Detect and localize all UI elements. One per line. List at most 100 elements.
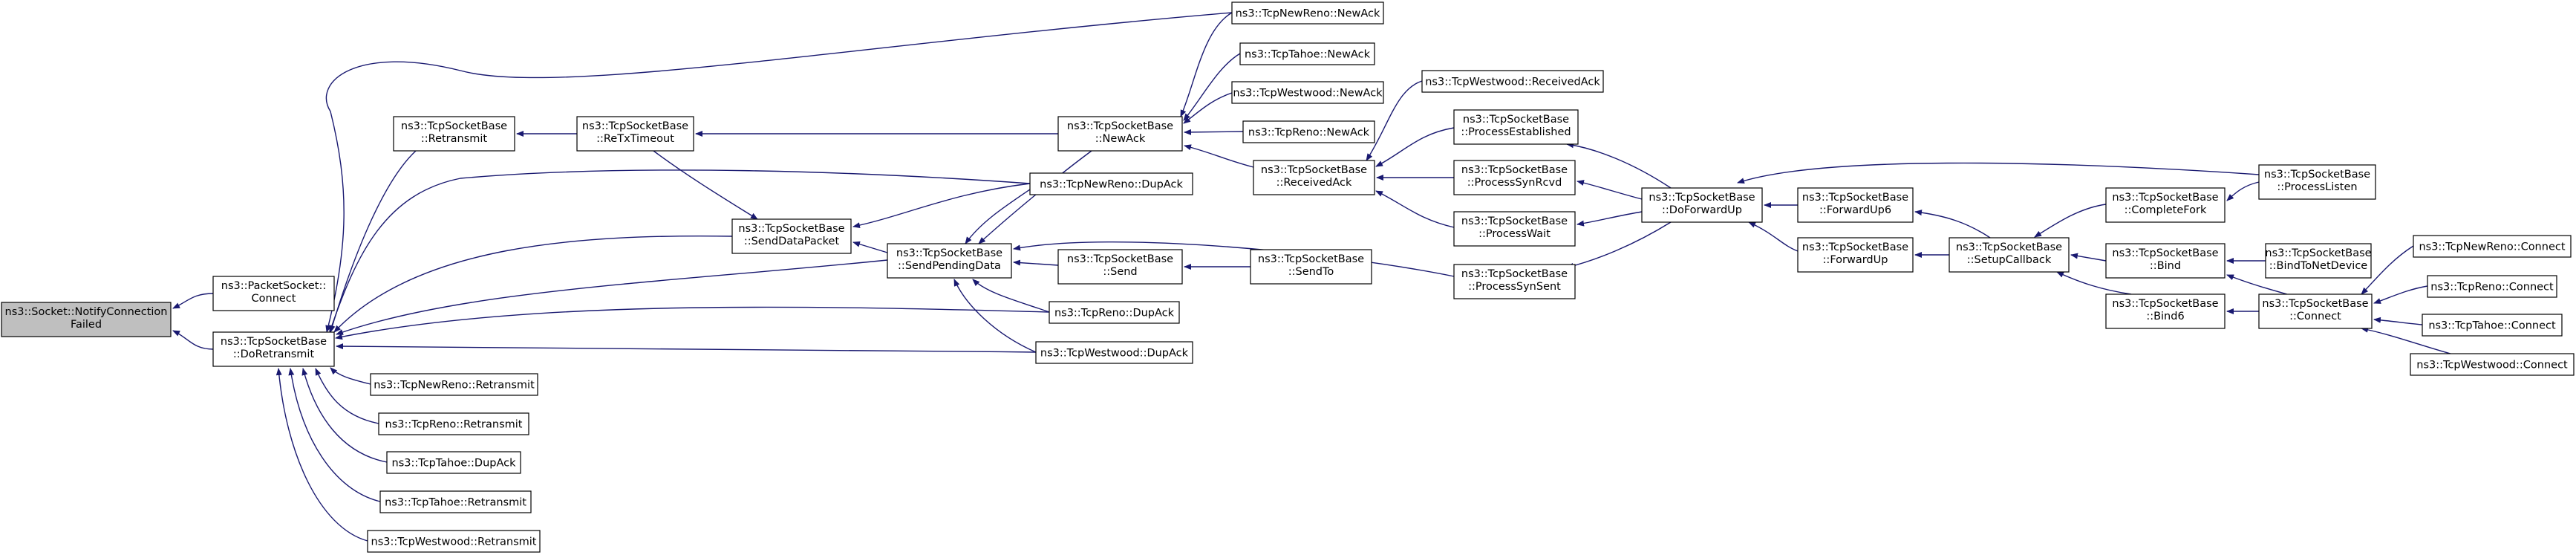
node-forwardup[interactable]: ns3::TcpSocketBase::ForwardUp (1797, 237, 1914, 273)
node-box (1035, 341, 1193, 364)
node-label-line: ::SendDataPacket (744, 236, 840, 247)
node-label-line: Failed (71, 319, 102, 331)
edge-tahoe_connect-to-connect (2373, 317, 2423, 325)
node-completefork[interactable]: ns3::TcpSocketBase::CompleteFork (2105, 187, 2226, 223)
node-connect[interactable]: ns3::TcpSocketBase::Connect (2258, 293, 2373, 329)
node-reno-dupack[interactable]: ns3::TcpReno::DupAck (1049, 301, 1180, 324)
node-box (2422, 314, 2563, 337)
node-westwood-connect[interactable]: ns3::TcpWestwood::Connect (2410, 353, 2575, 376)
node-box (1453, 109, 1579, 145)
node-reno-connect[interactable]: ns3::TcpReno::Connect (2427, 275, 2557, 298)
node-box (378, 412, 529, 435)
node-label-line: ns3::TcpTahoe::Connect (2428, 320, 2556, 332)
edge-sendpendingdata-to-doretransmit (336, 259, 888, 335)
node-label-line: ::Connect (2289, 311, 2341, 322)
node-label-line: ns3::TcpSocketBase (896, 247, 1002, 259)
node-box (2410, 353, 2575, 376)
edge-newreno_dupack-to-senddatapacket (852, 183, 1031, 229)
node-newack[interactable]: ns3::TcpSocketBase::NewAck (1057, 116, 1183, 152)
node-processlisten[interactable]: ns3::TcpSocketBase::ProcessListen (2258, 164, 2376, 200)
node-box (1797, 237, 1914, 273)
node-label-line: ns3::TcpSocketBase (2262, 298, 2368, 310)
node-label-line: ::ReceivedAck (1276, 177, 1352, 189)
node-tahoe-connect[interactable]: ns3::TcpTahoe::Connect (2422, 314, 2563, 337)
node-newreno-dupack[interactable]: ns3::TcpNewReno::DupAck (1029, 172, 1193, 195)
node-bind[interactable]: ns3::TcpSocketBase::Bind (2105, 243, 2226, 279)
edge-newreno_newack-to-newack (1180, 12, 1233, 117)
node-label-line: ns3::TcpTahoe::Retransmit (385, 497, 526, 509)
node-bind6[interactable]: ns3::TcpSocketBase::Bind6 (2105, 293, 2226, 329)
node-doforwardup[interactable]: ns3::TcpSocketBase::DoForwardUp (1641, 187, 1763, 223)
edge-westwood_newack-to-newack (1183, 92, 1233, 124)
node-westwood-receivedack[interactable]: ns3::TcpWestwood::ReceivedAck (1421, 70, 1604, 93)
node-box (2258, 164, 2376, 200)
node-newreno-retransmit[interactable]: ns3::TcpNewReno::Retransmit (370, 373, 538, 396)
edge-westwood_retransmit-to-doretransmit (275, 368, 368, 542)
node-retxtimeout[interactable]: ns3::TcpSocketBase::ReTxTimeout (576, 116, 694, 152)
node-label-line: ns3::TcpSocketBase (1461, 164, 1568, 176)
node-sendto[interactable]: ns3::TcpSocketBase::SendTo (1250, 249, 1372, 285)
node-reno-retransmit[interactable]: ns3::TcpReno::Retransmit (378, 412, 529, 435)
edge-send-to-sendpendingdata (1013, 259, 1059, 266)
edge-processlisten-to-completefork (2226, 181, 2260, 201)
node-reno-newack[interactable]: ns3::TcpReno::NewAck (1242, 120, 1375, 143)
node-newreno-newack[interactable]: ns3::TcpNewReno::NewAck (1231, 1, 1384, 25)
node-doretransmit[interactable]: ns3::TcpSocketBase::DoRetransmit (212, 331, 335, 367)
node-processwait[interactable]: ns3::TcpSocketBase::ProcessWait (1453, 211, 1576, 247)
node-westwood-dupack[interactable]: ns3::TcpWestwood::DupAck (1035, 341, 1193, 364)
edge-reno_dupack-to-sendpendingdata (972, 279, 1050, 313)
node-label-line: ::ProcessWait (1478, 228, 1551, 240)
node-bindtonetdevice[interactable]: ns3::TcpSocketBase::BindToNetDevice (2265, 243, 2372, 279)
node-processsynrcvd[interactable]: ns3::TcpSocketBase::ProcessSynRcvd (1453, 160, 1576, 195)
node-label-line: ns3::TcpReno::Retransmit (385, 419, 523, 431)
node-westwood-retransmit[interactable]: ns3::TcpWestwood::Retransmit (367, 530, 541, 553)
edge-tahoe_retransmit-to-doretransmit (288, 368, 381, 502)
node-box (1242, 120, 1375, 143)
edge-setupcallback-to-forwardup6 (1914, 210, 1991, 239)
edge-bind-to-setupcallback (2070, 253, 2107, 262)
node-box (212, 331, 335, 367)
node-tahoe-retransmit[interactable]: ns3::TcpTahoe::Retransmit (379, 490, 532, 513)
node-box (1641, 187, 1763, 223)
node-label-line: ::ProcessSynSent (1468, 281, 1561, 293)
node-label-line: ::CompleteFork (2125, 204, 2207, 216)
node-tahoe-dupack[interactable]: ns3::TcpTahoe::DupAck (386, 451, 521, 474)
node-setupcallback[interactable]: ns3::TcpSocketBase::SetupCallback (1949, 237, 2070, 273)
node-box (1453, 160, 1576, 195)
node-processestablished[interactable]: ns3::TcpSocketBase::ProcessEstablished (1453, 109, 1579, 145)
node-send[interactable]: ns3::TcpSocketBase::Send (1057, 249, 1183, 285)
node-packet-connect[interactable]: ns3::PacketSocket::Connect (212, 276, 335, 311)
node-label-line: ns3::TcpSocketBase (2264, 169, 2370, 181)
node-label-line: ns3::TcpSocketBase (1802, 192, 1908, 204)
edge-processlisten-to-doforwardup (1737, 162, 2260, 184)
node-label-line: ns3::TcpSocketBase (1463, 114, 1569, 126)
edge-newreno_dupack-to-doretransmit (329, 169, 1031, 333)
node-label-line: ns3::TcpSocketBase (738, 223, 844, 235)
node-receivedack[interactable]: ns3::TcpSocketBase::ReceivedAck (1253, 160, 1375, 195)
edge-reno_dupack-to-doretransmit (335, 306, 1050, 340)
node-box (576, 116, 694, 152)
node-newreno-connect[interactable]: ns3::TcpNewReno::Connect (2413, 235, 2572, 258)
edge-doforwardup-to-processsynrcvd (1576, 180, 1643, 200)
node-processsynsent[interactable]: ns3::TcpSocketBase::ProcessSynSent (1453, 264, 1576, 299)
node-box (2413, 235, 2572, 258)
edge-doforwardup-to-processwait (1576, 211, 1643, 227)
node-label-line: ns3::TcpNewReno::DupAck (1040, 179, 1183, 191)
node-label-line: ::ProcessEstablished (1461, 126, 1571, 138)
node-label-line: ::SetupCallback (1967, 254, 2052, 266)
node-senddatapacket[interactable]: ns3::TcpSocketBase::SendDataPacket (731, 218, 852, 254)
node-box (1797, 187, 1914, 223)
node-box (1421, 70, 1604, 93)
node-label-line: ::BindToNetDevice (2269, 260, 2368, 272)
edge-reno_connect-to-connect (2373, 285, 2428, 304)
edge-doforwardup-to-processestablished (1566, 142, 1672, 189)
edge-westwood_dupack-to-sendpendingdata (953, 279, 1037, 353)
node-label-line: ns3::TcpSocketBase (1956, 241, 2062, 253)
node-tahoe-newack[interactable]: ns3::TcpTahoe::NewAck (1239, 42, 1375, 65)
node-retransmit[interactable]: ns3::TcpSocketBase::Retransmit (393, 116, 515, 152)
edge-westwood_connect-to-connect (2361, 326, 2451, 354)
node-westwood-newack[interactable]: ns3::TcpWestwood::NewAck (1231, 81, 1384, 104)
node-forwardup6[interactable]: ns3::TcpSocketBase::ForwardUp6 (1797, 187, 1914, 223)
node-sendpendingdata[interactable]: ns3::TcpSocketBase::SendPendingData (887, 243, 1012, 279)
